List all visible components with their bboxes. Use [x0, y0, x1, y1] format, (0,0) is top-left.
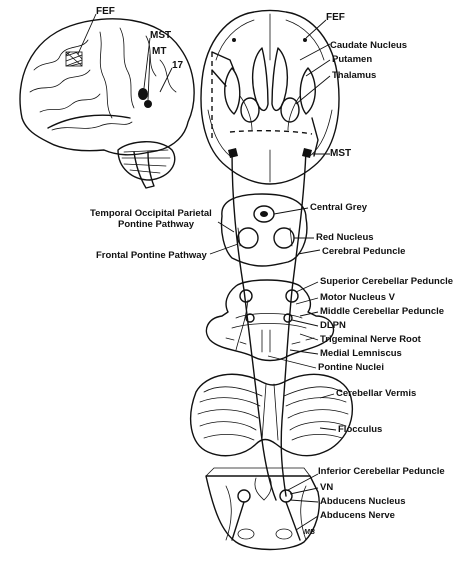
label-frontal-pontine-pathway: Frontal Pontine Pathway — [96, 250, 208, 261]
label-central-grey: Central Grey — [310, 202, 368, 213]
mst-lateral-area — [138, 88, 148, 100]
label-thalamus: Thalamus — [332, 70, 376, 81]
label-area17: 17 — [172, 60, 184, 71]
label-motor-nucleus-v: Motor Nucleus V — [320, 292, 396, 303]
label-topp-line1: Temporal Occipital Parietal — [90, 208, 212, 219]
abducens-section — [205, 467, 320, 551]
label-pontine-nuclei: Pontine Nuclei — [318, 362, 384, 373]
label-medial-lemniscus: Medial Lemniscus — [320, 348, 402, 359]
label-flocculus: Flocculus — [338, 424, 382, 435]
mt-lateral-area — [144, 100, 152, 108]
label-fef-lateral: FEF — [96, 6, 115, 17]
horizontal-section — [200, 9, 340, 185]
label-mst-lateral: MST — [150, 30, 171, 41]
label-abducens-nucleus: Abducens Nucleus — [320, 496, 406, 507]
artist-signature: MB — [304, 529, 315, 536]
label-trigeminal-nerve-root: Trigeminal Nerve Root — [320, 334, 422, 345]
lateral-brain-view — [19, 13, 195, 189]
label-topp-line2: Pontine Pathway — [118, 219, 195, 230]
label-cerebellar-vermis: Cerebellar Vermis — [336, 388, 416, 399]
pons-section — [205, 279, 335, 369]
midbrain-section — [209, 193, 321, 267]
descending-pathways — [231, 149, 307, 501]
label-middle-cerebellar-peduncle: Middle Cerebellar Peduncle — [320, 306, 444, 317]
label-putamen: Putamen — [332, 54, 372, 65]
label-dlpn: DLPN — [320, 320, 346, 331]
label-mst-horizontal: MST — [330, 148, 351, 159]
cerebellum-section — [189, 373, 353, 457]
label-vn: VN — [320, 482, 333, 493]
label-cerebral-peduncle: Cerebral Peduncle — [322, 246, 405, 257]
label-fef-horizontal: FEF — [326, 12, 345, 23]
label-mt: MT — [152, 46, 166, 57]
label-caudate-nucleus: Caudate Nucleus — [330, 40, 407, 51]
label-red-nucleus: Red Nucleus — [316, 232, 374, 243]
label-superior-cerebellar-peduncle: Superior Cerebellar Peduncle — [320, 276, 453, 287]
label-inferior-cerebellar-peduncle: Inferior Cerebellar Peduncle — [318, 466, 445, 477]
fef-lateral-patch — [65, 51, 83, 67]
label-abducens-nerve: Abducens Nerve — [320, 510, 395, 521]
